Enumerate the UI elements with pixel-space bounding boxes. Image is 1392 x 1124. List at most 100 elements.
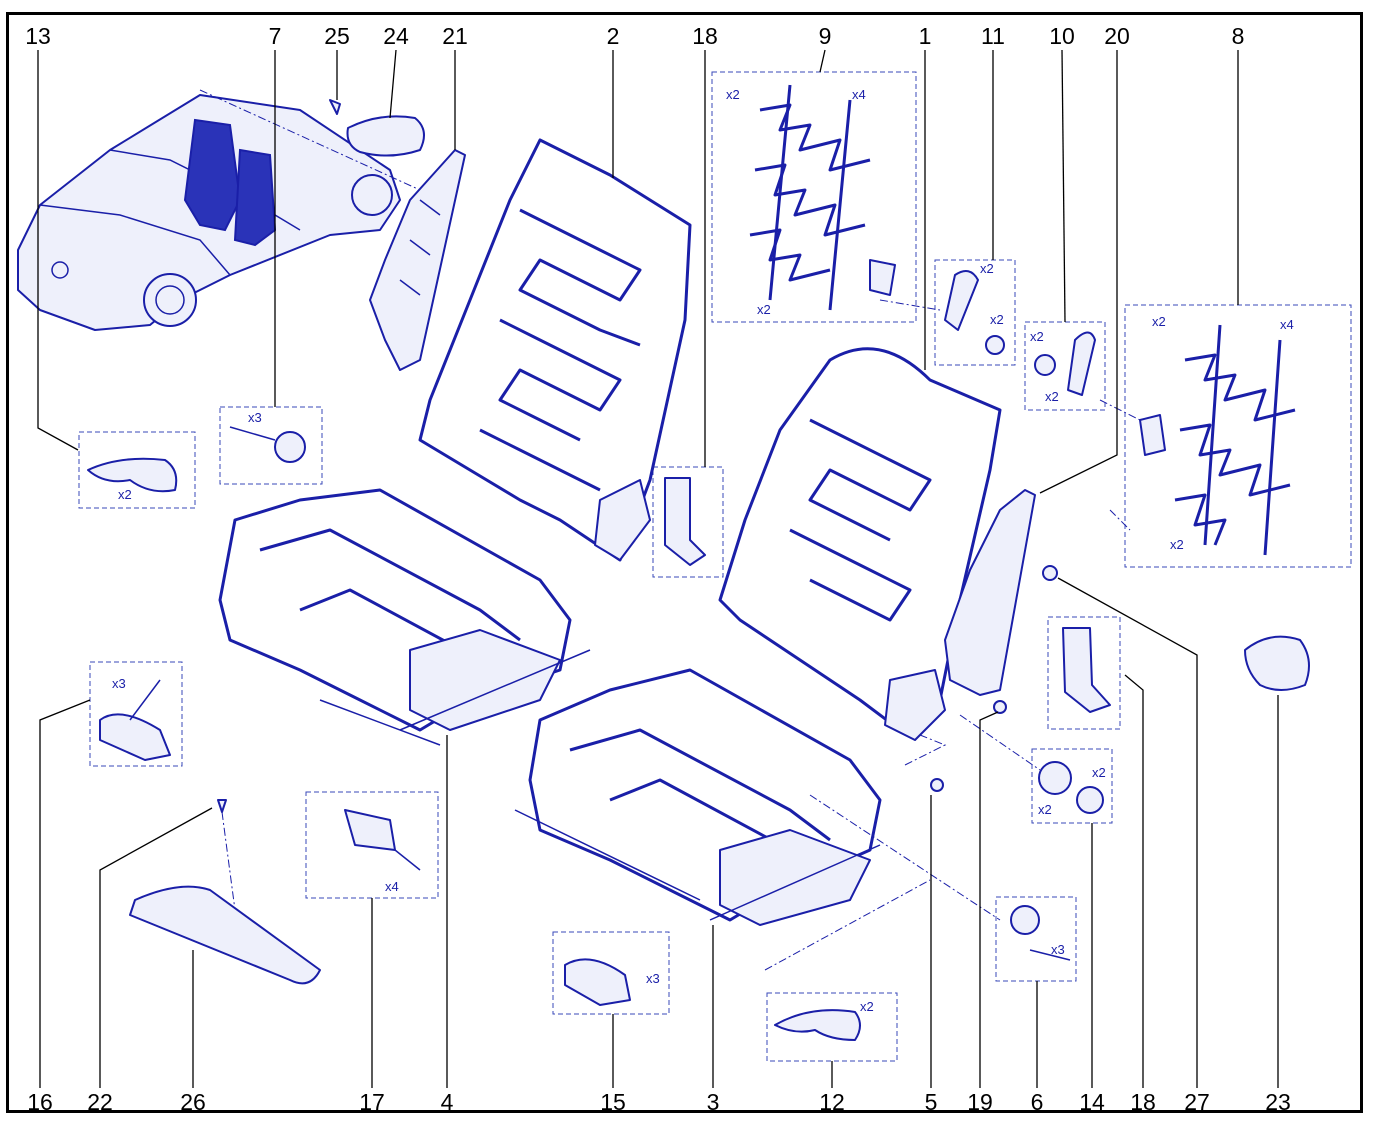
group-box-7 — [219, 406, 323, 485]
group-box-6 — [995, 896, 1077, 982]
part-16-motor — [99, 713, 171, 761]
qty-7: x3 — [248, 410, 262, 425]
leader-22 — [99, 807, 213, 1088]
callout-12: 12 — [819, 1089, 845, 1115]
qty-10-knob: x2 — [1030, 329, 1044, 344]
qty-14-cap: x2 — [1092, 765, 1106, 780]
qty-16: x3 — [112, 676, 126, 691]
part-23-handle — [1244, 635, 1310, 691]
part-24-handle — [346, 115, 425, 157]
leader-24 — [389, 49, 397, 119]
leader-20 — [1039, 50, 1118, 494]
group-box-18b — [1047, 616, 1121, 730]
qty-14-disc: x2 — [1038, 802, 1052, 817]
leader-19 — [979, 711, 999, 1088]
callout-19: 19 — [967, 1089, 993, 1115]
callout-2: 2 — [606, 23, 620, 49]
callout-21: 21 — [442, 23, 468, 49]
qty-15: x3 — [646, 971, 660, 986]
leader-18b — [1124, 674, 1144, 1088]
qty-8-springs: x4 — [1280, 317, 1294, 332]
part-1-seatback-frame — [718, 347, 1002, 741]
part-20-side-trim — [944, 489, 1036, 696]
callout-3: 3 — [706, 1089, 720, 1115]
callout-13: 13 — [25, 23, 51, 49]
callout-24: 24 — [383, 23, 409, 49]
qty-8-screws: x2 — [1170, 537, 1184, 552]
leader-9 — [819, 49, 826, 73]
qty-11-knob: x2 — [990, 312, 1004, 327]
qty-6: x3 — [1051, 942, 1065, 957]
callout-6: 6 — [1030, 1089, 1044, 1115]
group-box-16 — [89, 661, 183, 767]
callout-16: 16 — [27, 1089, 53, 1115]
callout-18-bottom: 18 — [1130, 1089, 1156, 1115]
qty-12: x2 — [860, 999, 874, 1014]
qty-10-lever: x2 — [1045, 389, 1059, 404]
part-13-lever — [87, 457, 178, 493]
callout-22: 22 — [87, 1089, 113, 1115]
part-5-clip — [930, 778, 944, 792]
part-3-seat-cushion-frame — [514, 668, 882, 926]
car-illustration — [17, 94, 401, 331]
part-6-mechanism — [1010, 905, 1040, 935]
part-19-clip — [993, 700, 1007, 714]
leader-16 — [39, 699, 91, 1088]
group-box-11 — [934, 259, 1016, 366]
part-18-motor-lower — [1062, 627, 1111, 713]
callout-9: 9 — [818, 23, 832, 49]
callout-27: 27 — [1184, 1089, 1210, 1115]
part-10-knob — [1034, 354, 1056, 376]
part-15-motor — [564, 958, 631, 1006]
leader-10 — [1061, 49, 1066, 323]
part-17-motor — [344, 809, 396, 851]
qty-8-clips: x2 — [1152, 314, 1166, 329]
callout-7: 7 — [268, 23, 282, 49]
group-box-18a — [652, 466, 724, 578]
part-22-clip — [217, 799, 227, 813]
leader-13 — [37, 50, 79, 451]
part-4-seat-cushion-frame — [218, 488, 591, 746]
callout-14: 14 — [1079, 1089, 1105, 1115]
callout-23: 23 — [1265, 1089, 1291, 1115]
part-8-spring-mat — [1139, 324, 1296, 556]
callout-25: 25 — [324, 23, 350, 49]
group-box-12 — [766, 992, 898, 1062]
qty-17: x4 — [385, 879, 399, 894]
callout-1: 1 — [918, 23, 932, 49]
part-14-disc — [1038, 761, 1072, 795]
callout-5: 5 — [924, 1089, 938, 1115]
part-25-screw — [329, 99, 341, 115]
part-11-knob — [985, 335, 1005, 355]
part-26-cover — [129, 885, 321, 985]
leader-27 — [1057, 577, 1198, 1088]
part-9-spring-mat — [749, 84, 896, 311]
part-2-seatback-frame — [418, 138, 692, 562]
callout-18-top: 18 — [692, 23, 718, 49]
callout-10: 10 — [1049, 23, 1075, 49]
callout-26: 26 — [180, 1089, 206, 1115]
qty-9-springs: x4 — [852, 87, 866, 102]
part-10-lever — [1067, 331, 1096, 396]
part-21-side-trim — [369, 149, 466, 371]
callout-8: 8 — [1231, 23, 1245, 49]
qty-9-screws: x2 — [757, 302, 771, 317]
callout-17: 17 — [359, 1089, 385, 1115]
part-27-clip — [1042, 565, 1058, 581]
group-box-9 — [711, 71, 917, 323]
callout-4: 4 — [440, 1089, 454, 1115]
group-box-13 — [78, 431, 196, 509]
qty-11-lever: x2 — [980, 261, 994, 276]
group-box-14 — [1031, 748, 1113, 824]
callout-20: 20 — [1104, 23, 1130, 49]
diagram-frame — [6, 12, 1363, 1113]
group-box-15 — [552, 931, 670, 1015]
qty-13: x2 — [118, 487, 132, 502]
part-12-lever — [774, 1009, 861, 1041]
callout-11: 11 — [981, 23, 1005, 49]
callout-15: 15 — [600, 1089, 626, 1115]
part-18-motor-upper — [664, 477, 706, 566]
qty-9-clips: x2 — [726, 87, 740, 102]
part-7-mechanism — [274, 431, 306, 463]
